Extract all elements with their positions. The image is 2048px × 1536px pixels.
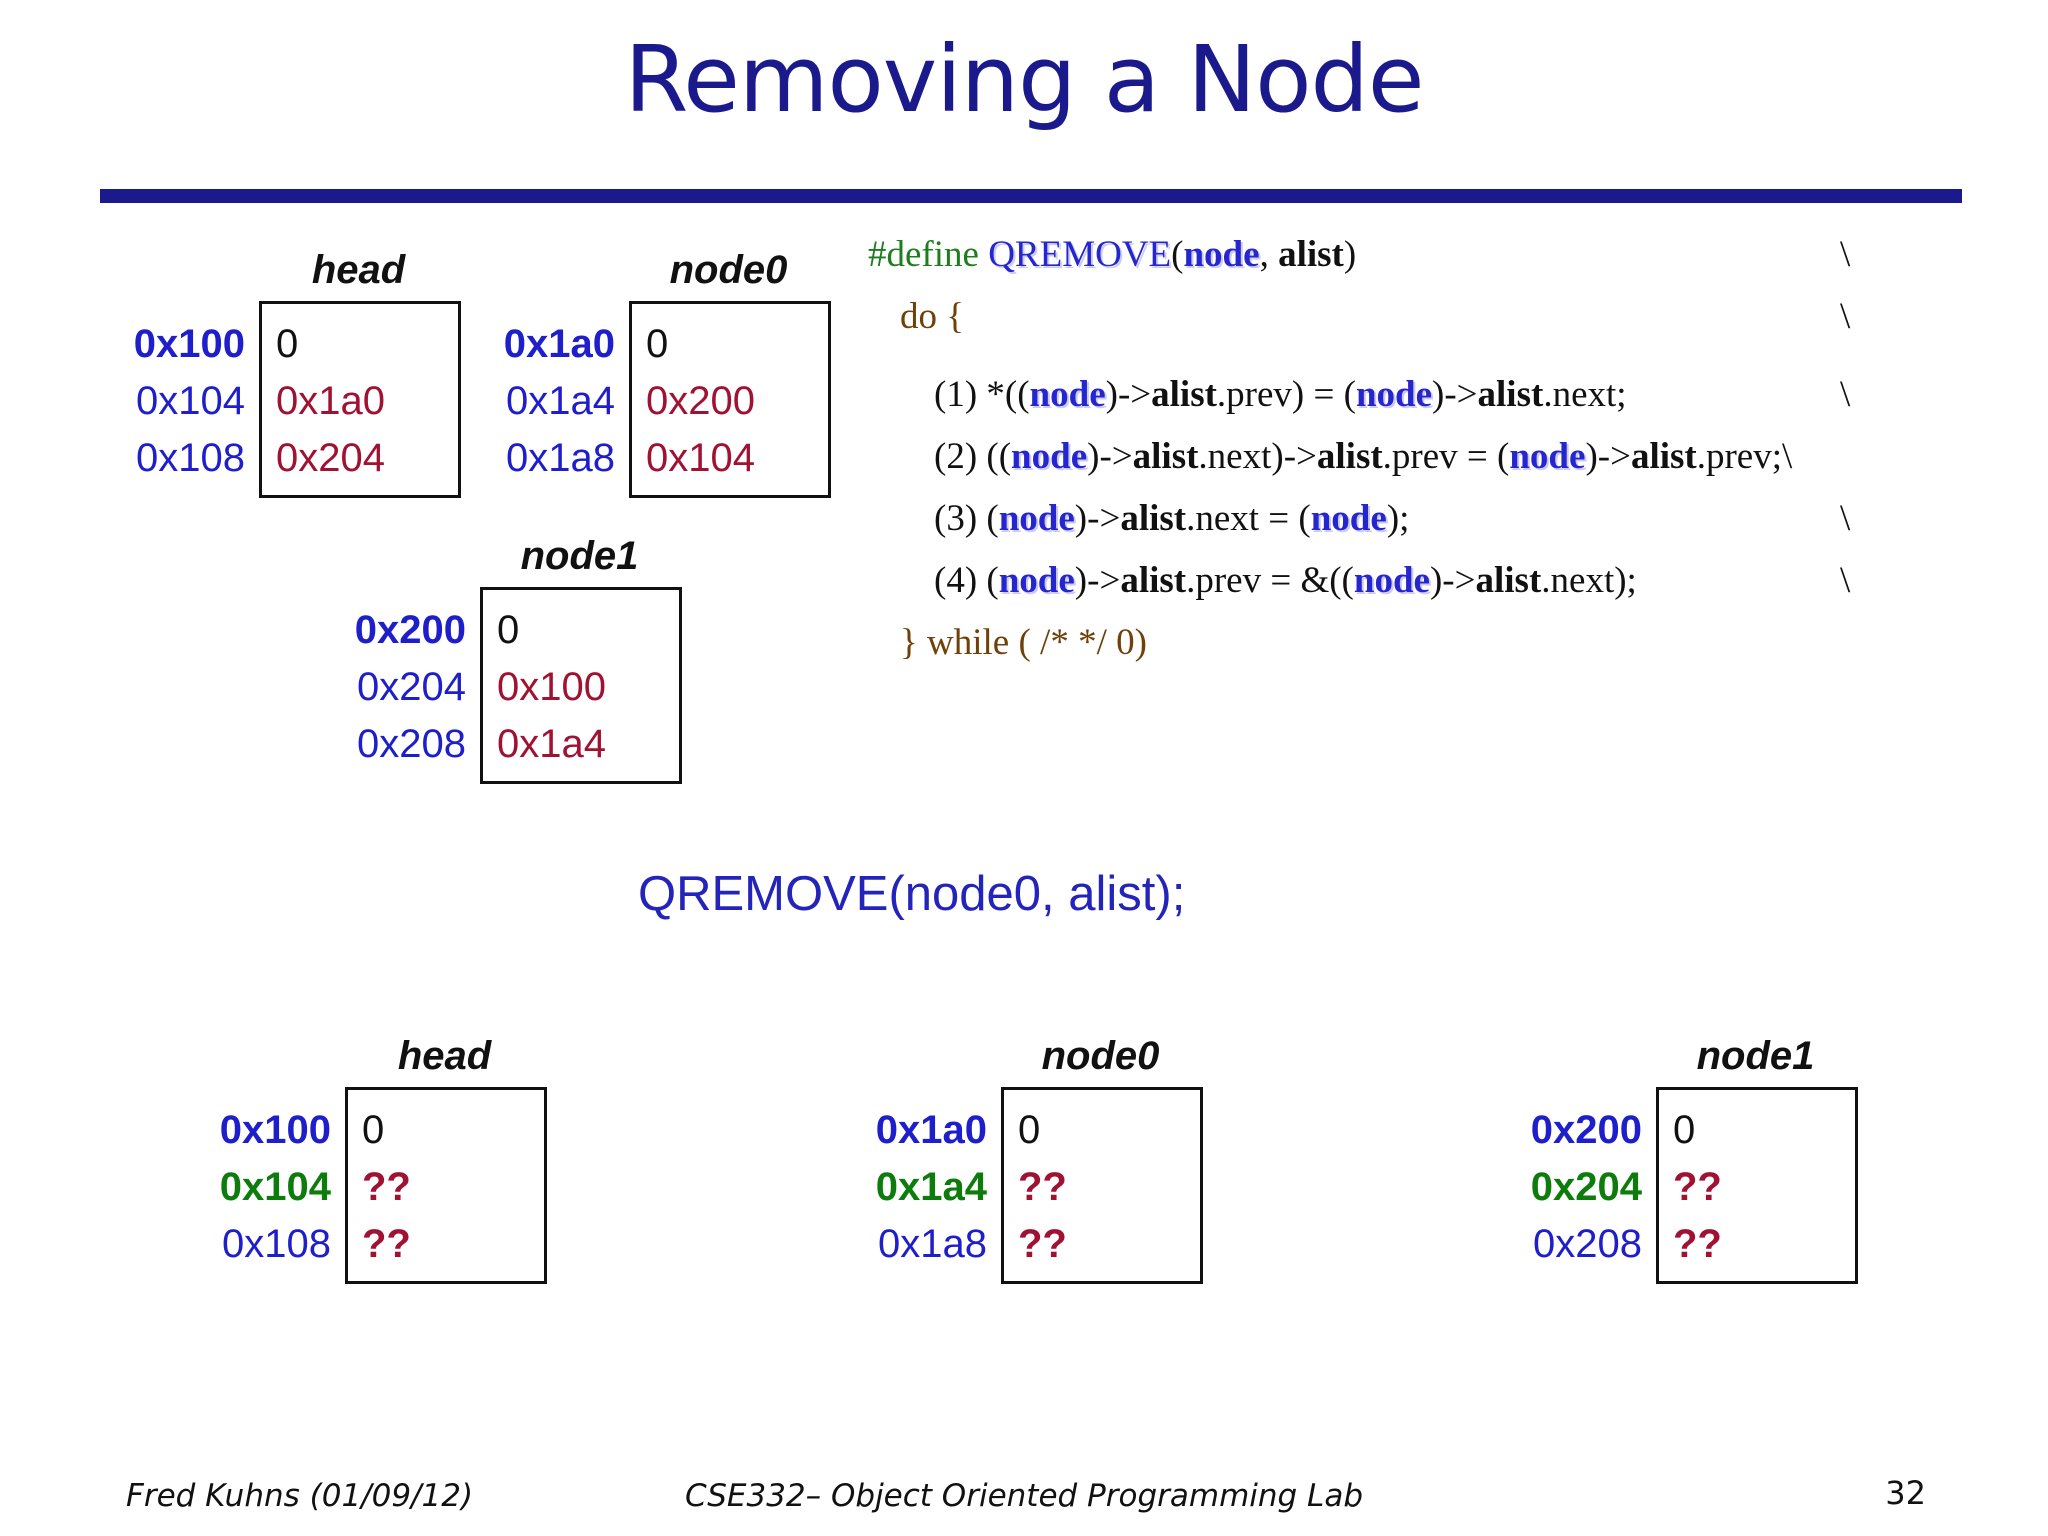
address-label: 0x204 xyxy=(1530,1165,1642,1209)
footer-author: Fred Kuhns (01/09/12) xyxy=(126,1478,474,1514)
memory-value: 0x1a0 xyxy=(276,379,385,423)
memory-value: 0x200 xyxy=(646,379,755,423)
address-label: 0x1a0 xyxy=(875,1108,987,1152)
memory-cell-box: 0 0x1a0 0x204 xyxy=(259,301,461,498)
address-label: 0x1a8 xyxy=(878,1222,987,1266)
memory-cell-box: 0 0x100 0x1a4 xyxy=(480,587,682,784)
line-continuation: \ xyxy=(1840,374,1851,415)
memory-value: ?? xyxy=(362,1165,411,1209)
address-label: 0x1a0 xyxy=(503,322,615,366)
memtable-node0-after: node0 0x1a0 0x1a4 0x1a8 0???? xyxy=(812,1032,1203,1284)
address-label: 0x1a8 xyxy=(506,436,615,480)
address-label: 0x200 xyxy=(354,608,466,652)
memory-value: ?? xyxy=(362,1222,411,1266)
footer-course: CSE332– Object Oriented Programming Lab xyxy=(684,1478,1364,1514)
memory-value: ?? xyxy=(1673,1222,1722,1266)
memory-value: 0 xyxy=(497,608,520,652)
memory-value: 0 xyxy=(1673,1108,1696,1152)
memtable-title: head xyxy=(311,248,406,292)
address-label: 0x208 xyxy=(1533,1222,1642,1266)
memory-cell-box: 0???? xyxy=(1001,1087,1203,1284)
title-divider xyxy=(100,189,1962,203)
memory-value: 0x104 xyxy=(646,436,755,480)
memtable-node1-before: node1 0x200 0x204 0x208 0 0x100 0x1a4 xyxy=(291,532,682,784)
footer-page-number: 32 xyxy=(1885,1474,1926,1512)
memory-cell-box: 0???? xyxy=(345,1087,547,1284)
memory-value: ?? xyxy=(1018,1165,1067,1209)
macro-code-block: #define QREMOVE(node, alist)\do {\ (1) *(… xyxy=(868,224,2048,674)
address-label: 0x1a4 xyxy=(506,379,615,423)
memory-value: 0 xyxy=(646,322,669,366)
memory-cell-box: 0 0x200 0x104 xyxy=(629,301,831,498)
code-line: (3) (node)->alist.next = (node);\ xyxy=(868,488,2048,550)
address-label: 0x200 xyxy=(1530,1108,1642,1152)
code-line: do {\ xyxy=(868,286,2048,348)
address-label: 0x204 xyxy=(357,665,466,709)
memory-value: 0x100 xyxy=(497,665,606,709)
memtable-head-after: head 0x100 0x104 0x108 0???? xyxy=(156,1032,547,1284)
memtable-title: node0 xyxy=(669,248,788,292)
memory-value: 0 xyxy=(276,322,299,366)
macro-call-text: QREMOVE(node0, alist); xyxy=(638,867,1186,921)
memory-value: 0 xyxy=(1018,1108,1041,1152)
address-label: 0x108 xyxy=(136,436,245,480)
memtable-title: node1 xyxy=(520,534,639,578)
memtable-title: head xyxy=(397,1034,492,1078)
address-label: 0x100 xyxy=(133,322,245,366)
memtable-node1-after: node1 0x200 0x204 0x208 0???? xyxy=(1467,1032,1858,1284)
address-label: 0x108 xyxy=(222,1222,331,1266)
memtable-title: node1 xyxy=(1696,1034,1815,1078)
code-line: (4) (node)->alist.prev = &((node)->alist… xyxy=(868,550,2048,612)
memory-cell-box: 0???? xyxy=(1656,1087,1858,1284)
line-continuation: \ xyxy=(1840,234,1851,275)
line-continuation: \ xyxy=(1840,560,1851,601)
memory-value: ?? xyxy=(1673,1165,1722,1209)
address-label: 0x100 xyxy=(219,1108,331,1152)
code-line: } while ( /* */ 0) xyxy=(900,622,1147,663)
memory-value: 0 xyxy=(362,1108,385,1152)
line-continuation: \ xyxy=(1840,498,1851,539)
code-line: (2) ((node)->alist.next)->alist.prev = (… xyxy=(934,436,1793,477)
memtable-node0-before: node0 0x1a0 0x1a4 0x1a8 0 0x200 0x104 xyxy=(440,246,831,498)
page-title: Removing a Node xyxy=(624,26,1425,133)
memory-value: ?? xyxy=(1018,1222,1067,1266)
code-line: #define QREMOVE(node, alist)\ xyxy=(868,224,2048,286)
memtable-head-before: head 0x100 0x104 0x108 0 0x1a0 0x204 xyxy=(70,246,461,498)
address-label: 0x104 xyxy=(136,379,245,423)
memtable-title: node0 xyxy=(1041,1034,1160,1078)
memory-value: 0x204 xyxy=(276,436,385,480)
code-line: (1) *((node)->alist.prev) = (node)->alis… xyxy=(868,364,2048,426)
line-continuation: \ xyxy=(1840,296,1851,337)
address-label: 0x104 xyxy=(219,1165,331,1209)
memory-value: 0x1a4 xyxy=(497,722,606,766)
address-label: 0x1a4 xyxy=(875,1165,987,1209)
address-label: 0x208 xyxy=(357,722,466,766)
